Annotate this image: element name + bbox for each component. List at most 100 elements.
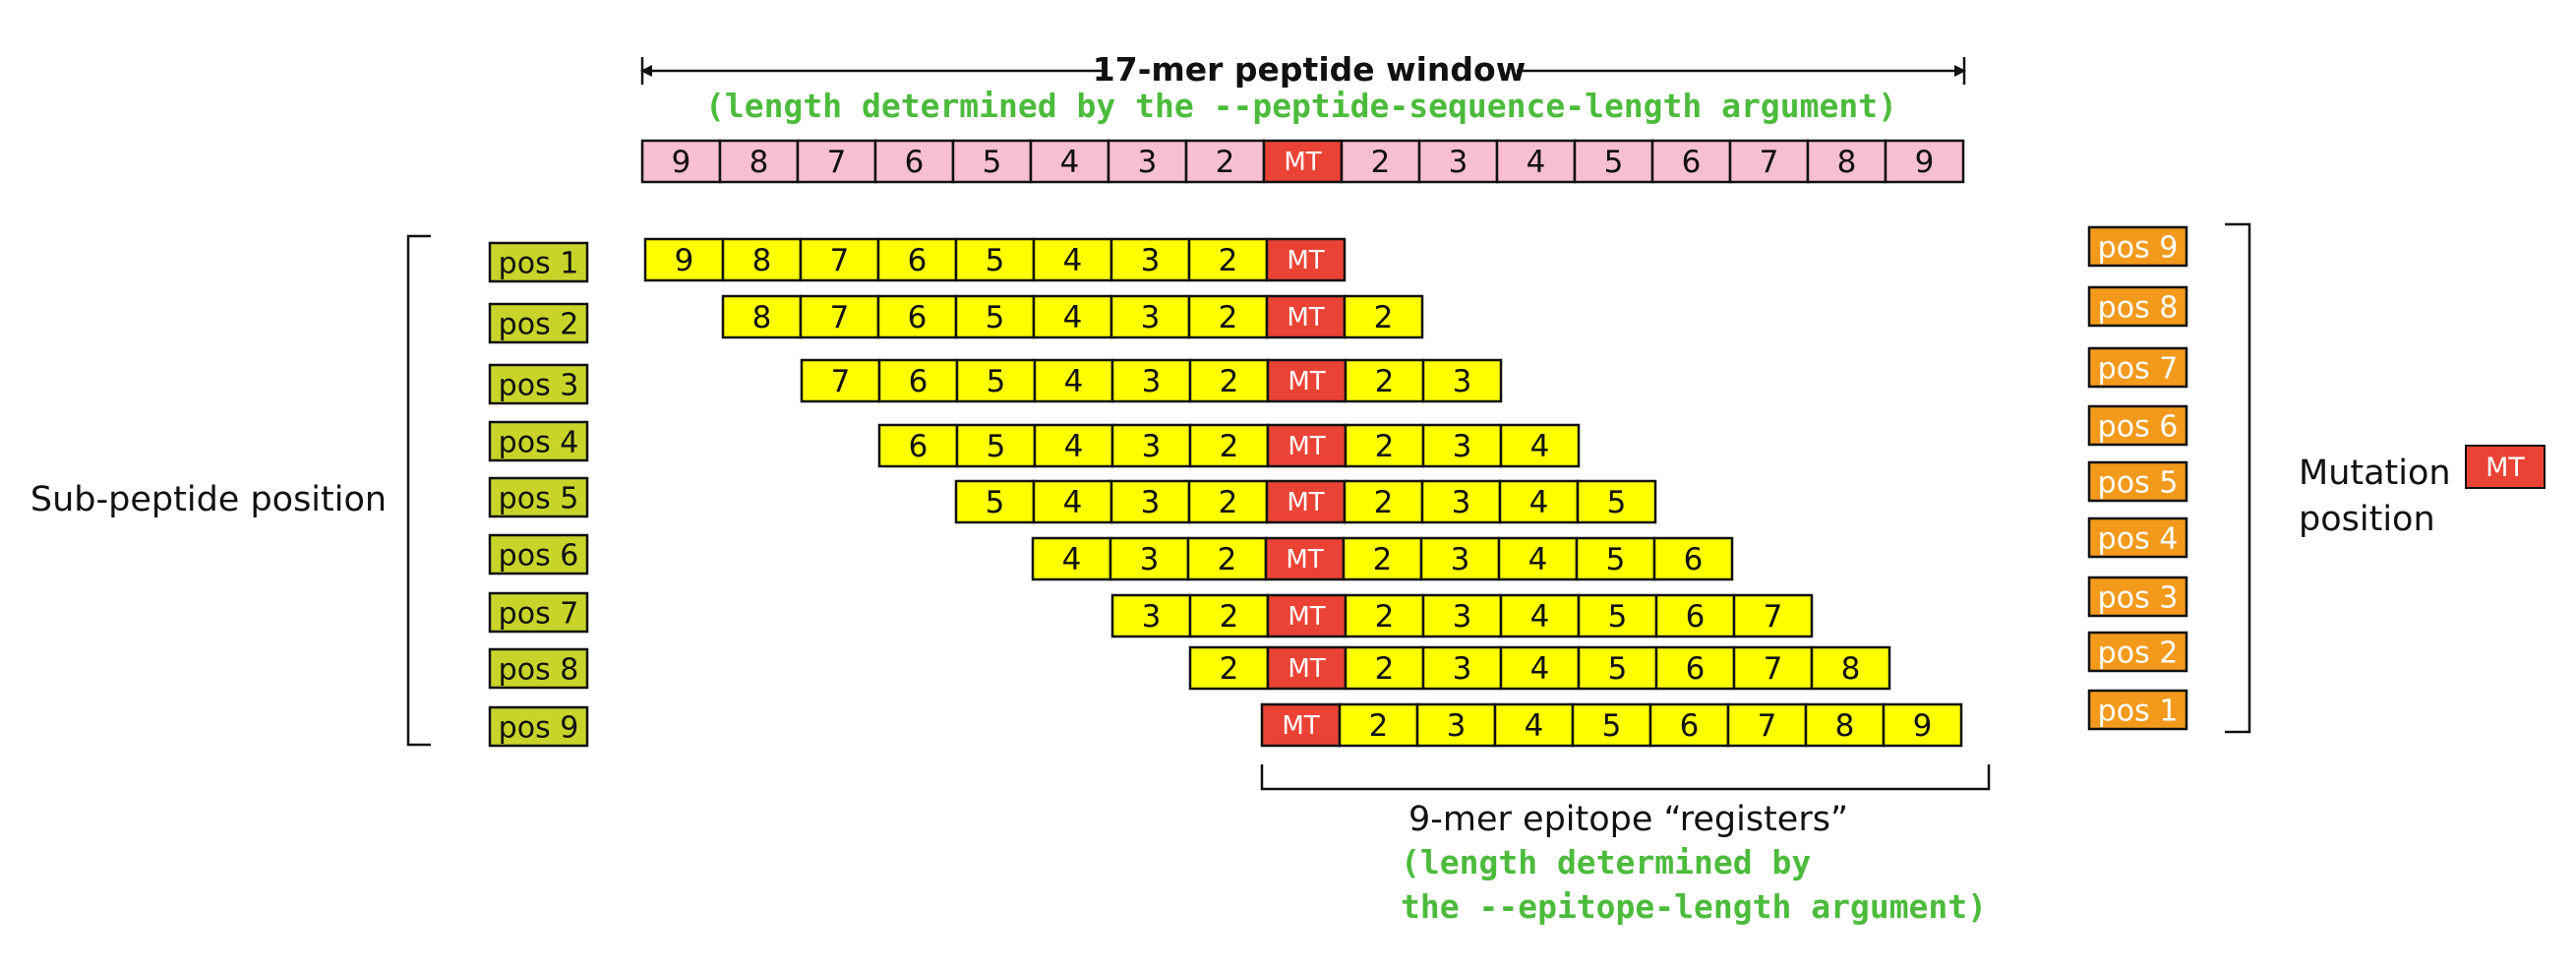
sub-position-6-box — [488, 533, 589, 576]
epitope-row-8-cell-4-label: 3 — [1453, 651, 1472, 687]
epitope-row-5-cell-7-label: 3 — [1452, 485, 1471, 520]
epitope-row-8-cell-3-box — [1344, 645, 1425, 691]
window-cell-5: 5 — [951, 139, 1033, 184]
sub-position-2-label: pos 2 — [499, 308, 579, 342]
epitope-row-8-cell-9-label: 8 — [1841, 651, 1861, 687]
epitope-row-3-cell-2: 6 — [877, 358, 959, 403]
epitope-row-8-cell-4-box — [1421, 645, 1503, 691]
mutation-position-2-box — [2087, 285, 2188, 328]
epitope-row-2-cell-5-label: 4 — [1063, 300, 1083, 335]
epitope-row-3-cell-2-label: 6 — [909, 364, 929, 399]
epitope-row-6-cell-4: MT — [1264, 536, 1346, 581]
epitope-row-7-cell-6-label: 4 — [1530, 599, 1550, 635]
epitope-row-2-cell-4-label: 5 — [986, 300, 1005, 335]
window-cell-14-label: 6 — [1682, 145, 1702, 180]
epitope-row-9-cell-9: 9 — [1882, 702, 1963, 748]
epitope-row-8-cell-7: 6 — [1654, 645, 1736, 691]
sub-position-4-label: pos 4 — [499, 426, 579, 460]
epitope-row-3-cell-1: 7 — [800, 358, 881, 403]
mutation-position-9: pos 1 — [2087, 689, 2188, 731]
epitope-row-3-cell-9: 3 — [1421, 358, 1503, 403]
epitope-row-9-cell-1-label: MT — [1282, 711, 1319, 741]
epitope-row-3-cell-8-label: 2 — [1375, 364, 1395, 399]
window-cell-9: MT — [1262, 139, 1344, 184]
epitope-row-7-cell-5-label: 3 — [1453, 599, 1472, 635]
epitope-row-2-cell-2: 7 — [799, 294, 880, 339]
epitope-row-8-cell-5-label: 4 — [1530, 651, 1550, 687]
window-cell-12-box — [1495, 139, 1577, 184]
epitope-row-4-cell-2-box — [955, 423, 1037, 468]
mutation-position-4: pos 6 — [2087, 404, 2188, 447]
epitope-row-3-cell-1-box — [800, 358, 881, 403]
epitope-row-5-cell-4-label: 2 — [1219, 485, 1238, 520]
mutation-position-3-box — [2087, 346, 2188, 389]
sub-position-5: pos 5 — [488, 476, 589, 518]
sub-position-1-label: pos 1 — [499, 247, 579, 281]
epitope-row-8-cell-4: 3 — [1421, 645, 1503, 691]
epitope-row-3-cell-6: 2 — [1188, 358, 1270, 403]
epitope-row-5-cell-9-box — [1576, 479, 1657, 524]
epitope-row-4-cell-8-box — [1421, 423, 1503, 468]
epitope-row-5-cell-3: 3 — [1109, 479, 1191, 524]
epitope-row-1-cell-9-box — [1265, 237, 1347, 282]
epitope-row-5-cell-1-label: 5 — [986, 485, 1005, 520]
epitope-row-1-cell-7: 3 — [1109, 237, 1191, 282]
epitope-row-6-cell-8-label: 5 — [1606, 542, 1626, 577]
epitope-row-6-cell-7-box — [1497, 536, 1579, 581]
epitope-row-5-cell-6-label: 2 — [1374, 485, 1394, 520]
epitope-row-2-cell-5: 4 — [1032, 294, 1113, 339]
epitope-row-2-cell-4-box — [954, 294, 1036, 339]
mutation-position-7-label: pos 3 — [2098, 581, 2179, 616]
window-cell-6-label: 4 — [1060, 145, 1080, 180]
epitope-row-1-cell-9: MT — [1265, 237, 1347, 282]
epitope-row-7-cell-4: 2 — [1344, 593, 1425, 638]
sub-position-7: pos 7 — [488, 591, 589, 634]
epitope-row-9-cell-6: 6 — [1648, 702, 1730, 748]
epitope-row-2-cell-3-label: 6 — [908, 300, 928, 335]
window-cell-15: 7 — [1728, 139, 1810, 184]
epitope-row-5-cell-8-box — [1498, 479, 1580, 524]
epitope-row-5-cell-7: 3 — [1420, 479, 1502, 524]
window-cell-2-box — [718, 139, 800, 184]
window-cell-13-box — [1573, 139, 1654, 184]
epitope-row-2-cell-1-box — [721, 294, 803, 339]
epitope-row-9-cell-5-label: 5 — [1602, 708, 1622, 744]
epitope-row-7-cell-9-box — [1732, 593, 1814, 638]
window-cell-5-label: 5 — [983, 145, 1002, 180]
epitope-row-3-cell-7: MT — [1266, 358, 1348, 403]
window-cell-8-label: 2 — [1216, 145, 1235, 180]
epitope-row-1-cell-6: 4 — [1032, 237, 1113, 282]
epitope-row-2-cell-8: MT — [1265, 294, 1347, 339]
epitope-row-5-cell-4: 2 — [1187, 479, 1269, 524]
epitope-row-8-cell-1-box — [1188, 645, 1270, 691]
epitope-row-5-cell-8: 4 — [1498, 479, 1580, 524]
window-cell-3: 7 — [796, 139, 877, 184]
epitope-row-3-cell-4-label: 4 — [1064, 364, 1084, 399]
epitope-row-7-cell-7-label: 5 — [1608, 599, 1628, 635]
epitope-row-4-cell-1: 6 — [877, 423, 959, 468]
epitope-row-4-cell-9-label: 4 — [1530, 429, 1550, 464]
epitope-row-4-cell-7-box — [1344, 423, 1425, 468]
epitope-row-4-cell-2: 5 — [955, 423, 1037, 468]
mutation-position-5-label: pos 5 — [2098, 466, 2179, 501]
window-cell-3-label: 7 — [827, 145, 847, 180]
epitope-row-9-cell-2-label: 2 — [1369, 708, 1389, 744]
window-cell-4-label: 6 — [905, 145, 925, 180]
window-cell-2-label: 8 — [749, 145, 769, 180]
epitope-row-8-cell-9: 8 — [1810, 645, 1891, 691]
mutation-position-6: pos 4 — [2087, 516, 2188, 559]
epitope-row-8-cell-7-label: 6 — [1686, 651, 1706, 687]
window-cell-4-box — [873, 139, 955, 184]
epitope-row-6-cell-1-box — [1031, 536, 1112, 581]
epitope-row-4-cell-4-label: 3 — [1142, 429, 1162, 464]
epitope-row-2-cell-3: 6 — [876, 294, 958, 339]
window-cell-7: 3 — [1107, 139, 1188, 184]
mutation-position-1-label: pos 9 — [2098, 231, 2179, 266]
sub-peptide-bracket — [406, 234, 431, 747]
